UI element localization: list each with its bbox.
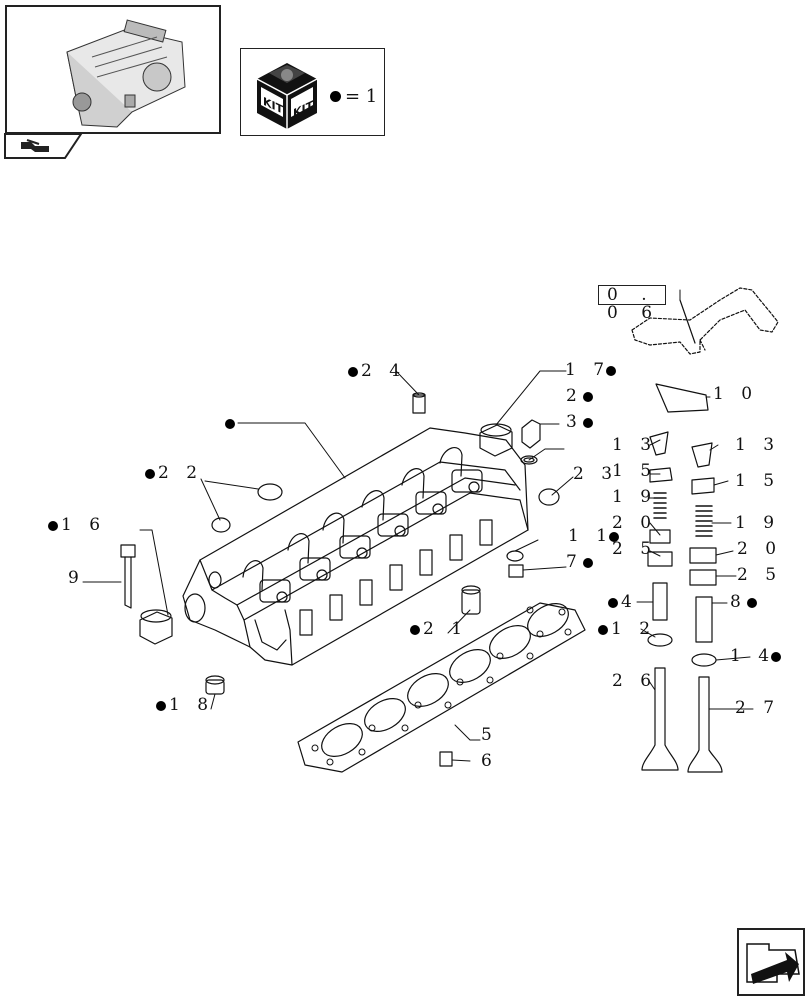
callout-12[interactable]: 1 2 xyxy=(598,620,656,638)
part-22-plugs xyxy=(211,483,283,533)
kit-bullet-icon xyxy=(746,597,757,608)
kit-bullet-icon xyxy=(582,391,593,402)
cam-pockets xyxy=(242,447,463,591)
callout-9[interactable]: 9 xyxy=(68,568,85,588)
callout-14[interactable]: 1 4 xyxy=(730,647,782,665)
callout-1[interactable] xyxy=(225,414,238,432)
callout-20-right[interactable]: 2 0 xyxy=(737,539,783,559)
callout-19-left[interactable]: 1 9 xyxy=(612,487,658,507)
kit-bullet-icon xyxy=(609,531,620,542)
callout-25-left[interactable]: 2 5 xyxy=(612,539,658,559)
kit-bullet-icon xyxy=(582,417,593,428)
callout-6[interactable]: 6 xyxy=(481,751,498,771)
leader-lines xyxy=(82,289,754,762)
part-10-bridge xyxy=(655,383,709,413)
part-11-seal xyxy=(506,550,524,562)
callout-10[interactable]: 1 0 xyxy=(713,384,759,404)
part-18-plug xyxy=(205,675,225,695)
ref-leader-line xyxy=(679,299,696,344)
kit-legend-box: KIT KIT xyxy=(240,48,385,136)
engine-nav-icon xyxy=(4,133,83,159)
callout-23[interactable]: 2 3 xyxy=(573,464,619,484)
callout-3[interactable]: 3 xyxy=(566,413,596,431)
part-3-oring xyxy=(520,455,538,465)
kit-bullet-icon xyxy=(598,624,608,635)
engine-thumbnail-icon xyxy=(66,19,186,128)
kit-bullet-icon xyxy=(225,418,235,429)
head-gasket xyxy=(297,602,586,773)
callout-4[interactable]: 4 xyxy=(608,593,638,611)
callout-15-left[interactable]: 1 5 xyxy=(612,461,658,481)
callout-17[interactable]: 1 7 xyxy=(565,361,617,379)
part-17-sleeve xyxy=(479,423,513,457)
kit-bullet-icon xyxy=(48,520,58,531)
part-16-sleeve xyxy=(139,609,173,645)
part-6-dowel xyxy=(439,751,453,767)
callout-2[interactable]: 2 xyxy=(566,387,596,405)
callout-19-right[interactable]: 1 9 xyxy=(735,513,781,533)
kit-bullet-icon xyxy=(606,365,617,376)
reference-box[interactable]: 0 . 0 6 xyxy=(598,285,666,322)
callout-13-left[interactable]: 1 3 xyxy=(612,435,658,455)
callout-11[interactable]: 1 1 xyxy=(568,527,620,545)
callout-22[interactable]: 2 2 xyxy=(145,464,203,482)
callout-8[interactable]: 8 xyxy=(730,593,760,611)
callout-16[interactable]: 1 6 xyxy=(48,516,106,534)
callout-13-right[interactable]: 1 3 xyxy=(735,435,781,455)
engine-thumbnail[interactable] xyxy=(5,5,221,134)
callout-15-right[interactable]: 1 5 xyxy=(735,471,781,491)
kit-box-icon: KIT KIT xyxy=(256,63,318,129)
valve-train-left xyxy=(641,383,709,771)
next-page-button[interactable] xyxy=(737,928,805,996)
valve-bosses xyxy=(259,469,483,603)
rocker-arm-reference xyxy=(631,287,779,355)
callout-26[interactable]: 2 6 xyxy=(612,671,658,691)
kit-bullet-icon xyxy=(771,651,782,662)
part-23-plug xyxy=(538,488,560,506)
kit-bullet-icon xyxy=(145,468,155,479)
kit-bullet-icon xyxy=(156,700,166,711)
part-24-dowel xyxy=(412,392,426,414)
kit-bullet-icon xyxy=(348,366,358,377)
kit-bullet-icon xyxy=(608,597,618,608)
kit-legend: = 1 xyxy=(330,86,377,107)
callout-21[interactable]: 2 1 xyxy=(410,620,468,638)
kit-legend-value: = 1 xyxy=(345,86,378,107)
kit-bullet-icon xyxy=(410,624,420,635)
callout-25-right[interactable]: 2 5 xyxy=(737,565,783,585)
valve-train-right xyxy=(687,442,723,773)
part-7-fitting xyxy=(508,564,524,578)
side-ports xyxy=(299,519,493,636)
callout-20-left[interactable]: 2 0 xyxy=(612,513,658,533)
kit-bullet-icon xyxy=(582,557,593,568)
part-2-injector-sleeve xyxy=(521,419,541,449)
next-page-arrow-icon xyxy=(746,943,800,984)
kit-bullet-icon xyxy=(330,91,341,102)
callout-24[interactable]: 2 4 xyxy=(348,362,406,380)
callout-27[interactable]: 2 7 xyxy=(735,698,781,718)
callout-18[interactable]: 1 8 xyxy=(156,696,214,714)
callout-7[interactable]: 7 xyxy=(566,553,596,571)
cylinder-head xyxy=(182,427,529,666)
engine-nav-tab[interactable] xyxy=(4,133,83,159)
callout-5[interactable]: 5 xyxy=(481,725,498,745)
part-9-bolt xyxy=(120,544,136,609)
part-21-dowel xyxy=(461,585,481,615)
